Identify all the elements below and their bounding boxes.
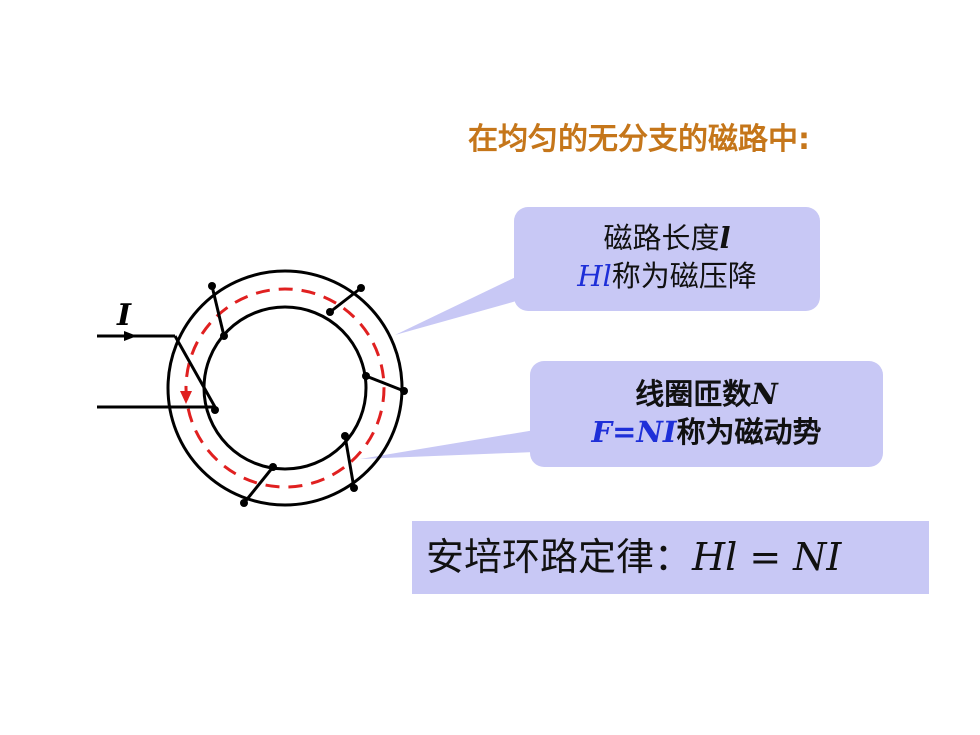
law-equals: = [749,535,782,579]
law-lhs: Hl [692,535,738,579]
turns-text: 线圈匝数 [635,377,752,411]
callout-pointer-length [395,275,520,335]
flux-path-dashed [184,287,386,489]
callout-length-line1: 磁路长度l [514,219,820,257]
callout-length-line2: Hl称为磁压降 [514,257,820,295]
law-label: 安培环路定律： [426,535,693,579]
current-label: I [116,298,132,333]
mmf-drop-text: 称为磁压降 [611,259,757,293]
mmf-text: 称为磁动势 [676,415,822,449]
flux-direction-arrow [180,391,192,404]
callout-path-length: 磁路长度l Hl称为磁压降 [514,207,820,311]
law-rhs: NI [793,535,842,579]
current-arrow [124,331,137,341]
callout-mmf: 线圈匝数N F=NI称为磁动势 [530,361,883,467]
callout-mmf-line2: F=NI称为磁动势 [530,413,883,451]
mmf-drop-symbol: Hl [577,259,612,293]
callout-mmf-line1: 线圈匝数N [530,375,883,413]
path-length-text: 磁路长度 [603,221,720,255]
winding-dots [208,282,408,507]
slide-heading: 在均匀的无分支的磁路中: [468,122,810,157]
path-length-symbol: l [719,221,731,255]
coil-windings [173,285,405,504]
law-formula: Hl=NI [692,535,841,579]
toroid-inner-ring [202,305,368,471]
ampere-law-box: 安培环路定律：Hl=NI [412,521,929,594]
callout-pointer-mmf [360,430,535,459]
turns-symbol: N [751,377,778,411]
mmf-formula: F=NI [591,415,677,449]
